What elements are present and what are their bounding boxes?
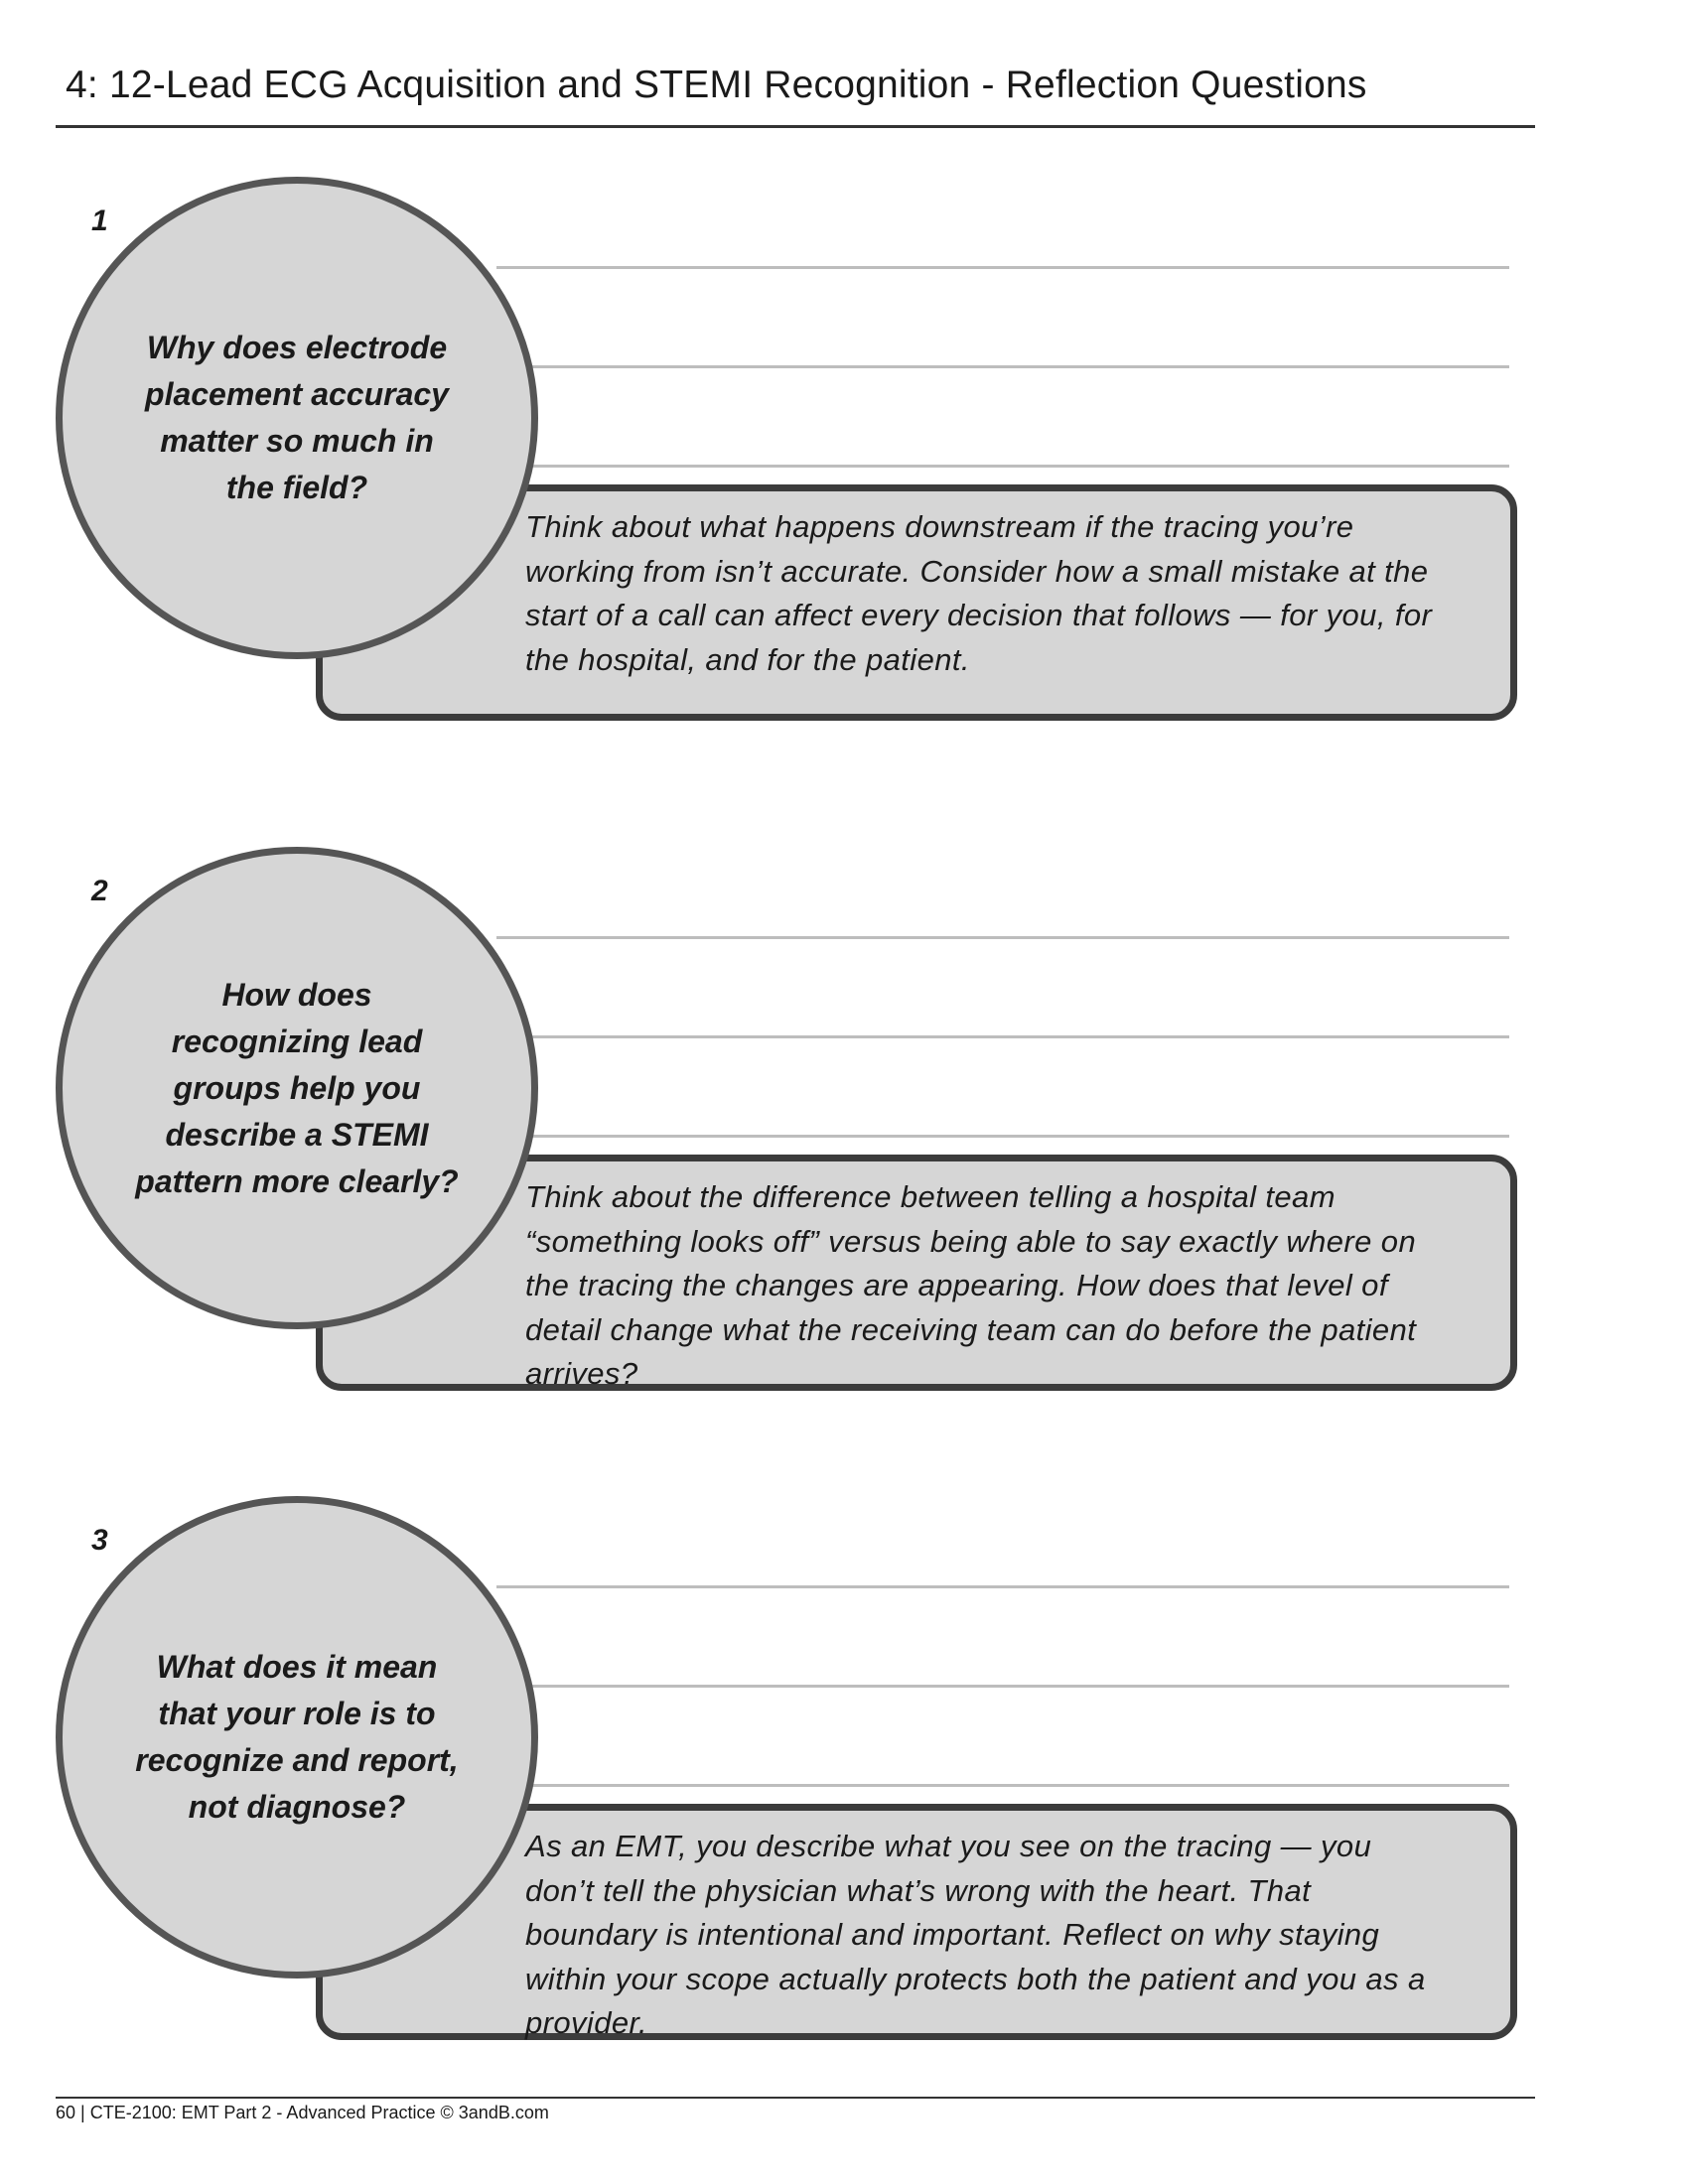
question-line: placement accuracy (145, 376, 449, 412)
hint-line: start of a call can affect every decisio… (525, 598, 1433, 632)
hint-text: As an EMT, you describe what you see on … (525, 1825, 1480, 2046)
hint-line: Think about the difference between telli… (525, 1179, 1336, 1214)
question-line: recognizing lead (171, 1023, 423, 1059)
hint-line: provider. (525, 2005, 648, 2040)
question-circle: How does recognizing lead groups help yo… (56, 847, 538, 1329)
hint-line: Think about what happens downstream if t… (525, 509, 1354, 544)
question-circle: What does it mean that your role is to r… (56, 1496, 538, 1979)
question-number: 1 (91, 205, 108, 237)
question-text: How does recognizing lead groups help yo… (118, 972, 476, 1205)
hint-line: within your scope actually protects both… (525, 1961, 1426, 1996)
hint-line: boundary is intentional and important. R… (525, 1917, 1380, 1952)
hint-box: Think about the difference between telli… (316, 1155, 1517, 1391)
question-line: that your role is to (158, 1696, 436, 1731)
hint-line: the hospital, and for the patient. (525, 641, 970, 677)
question-number: 3 (91, 1524, 108, 1557)
question-number: 2 (91, 875, 108, 907)
answer-line-2[interactable] (496, 365, 1509, 368)
question-line: not diagnose? (188, 1789, 406, 1825)
hint-text: Think about what happens downstream if t… (525, 505, 1480, 682)
question-text: What does it mean that your role is to r… (118, 1644, 476, 1831)
reflection-question-3: 3 As an EMT, you describe what you see o… (0, 1476, 1688, 2040)
answer-line-3[interactable] (496, 1135, 1509, 1138)
hint-line: working from isn’t accurate. Consider ho… (525, 553, 1429, 589)
hint-box: As an EMT, you describe what you see on … (316, 1804, 1517, 2040)
hint-box: Think about what happens downstream if t… (316, 484, 1517, 721)
question-line: How does (221, 976, 372, 1013)
question-line: describe a STEMI (165, 1116, 429, 1153)
answer-line-1[interactable] (496, 1585, 1509, 1588)
question-line: Why does electrode (146, 330, 448, 365)
question-circle: Why does electrode placement accuracy ma… (56, 177, 538, 659)
question-line: matter so much in (160, 423, 434, 459)
hint-line: As an EMT, you describe what you see on … (525, 1829, 1372, 1863)
question-line: groups help you (173, 1069, 421, 1106)
question-text: Why does electrode placement accuracy ma… (118, 325, 476, 511)
answer-line-3[interactable] (496, 465, 1509, 468)
answer-line-3[interactable] (496, 1784, 1509, 1787)
hint-line: don’t tell the physician what’s wrong wi… (525, 1872, 1312, 1908)
footer-divider (56, 2097, 1535, 2099)
answer-line-2[interactable] (496, 1035, 1509, 1038)
reflection-question-1: 1 Think about what happens downstream if… (0, 157, 1688, 721)
answer-line-2[interactable] (496, 1685, 1509, 1688)
answer-line-1[interactable] (496, 266, 1509, 269)
question-line: recognize and report, (135, 1742, 459, 1778)
hint-line: the tracing the changes are appearing. H… (525, 1268, 1388, 1302)
title-divider (56, 125, 1535, 128)
page-title: 4: 12-Lead ECG Acquisition and STEMI Rec… (66, 64, 1367, 106)
question-line: the field? (225, 470, 368, 505)
hint-line: detail change what the receiving team ca… (525, 1311, 1417, 1347)
reflection-question-2: 2 Think about the difference between tel… (0, 827, 1688, 1391)
hint-line: arrives? (525, 1356, 638, 1391)
page-footer: 60 | CTE-2100: EMT Part 2 - Advanced Pra… (56, 2103, 549, 2122)
answer-line-1[interactable] (496, 936, 1509, 939)
question-line: pattern more clearly? (135, 1162, 459, 1199)
hint-line: “something looks off” versus being able … (525, 1223, 1417, 1259)
question-line: What does it mean (156, 1649, 438, 1685)
hint-text: Think about the difference between telli… (525, 1175, 1480, 1397)
